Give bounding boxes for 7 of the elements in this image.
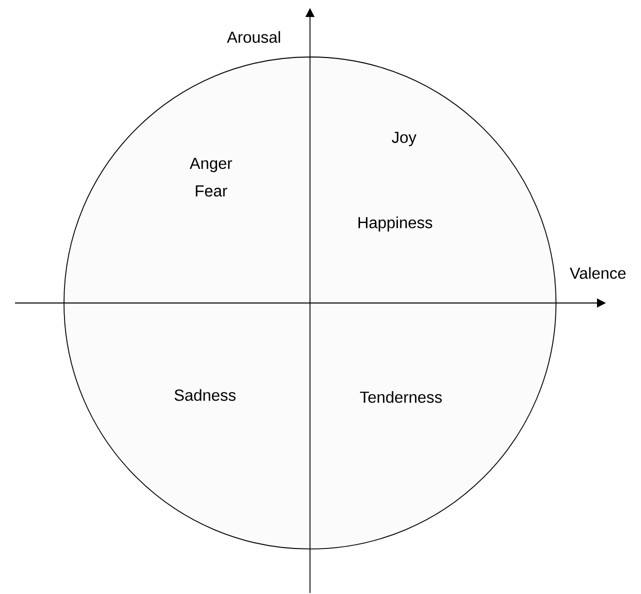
emotion-label: Fear (196, 185, 228, 197)
emotion-label: Sadness (174, 389, 236, 401)
emotion-label: Tenderness (360, 391, 442, 403)
emotion-label: Anger (190, 158, 232, 172)
circle (64, 56, 556, 550)
emotion-label: Happiness (358, 216, 432, 232)
emotion-label: Joy (392, 132, 416, 146)
